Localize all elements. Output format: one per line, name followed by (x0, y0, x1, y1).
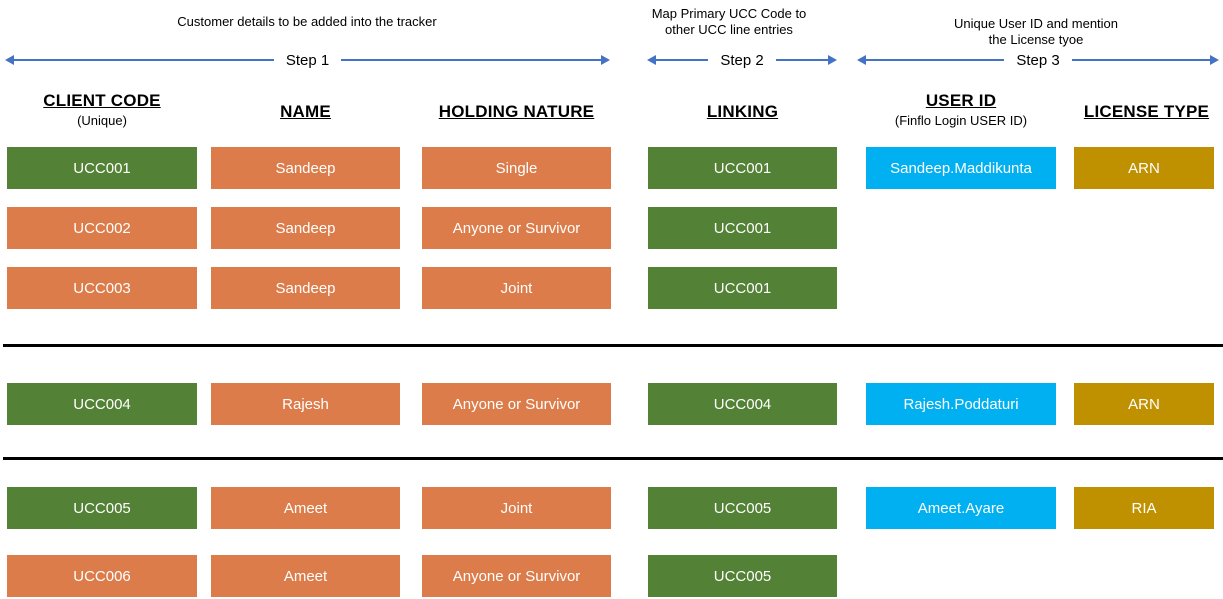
arrow-line (866, 59, 1005, 61)
data-cell-ucc004: UCC004 (648, 383, 837, 425)
data-cell-ucc005: UCC005 (7, 487, 197, 529)
data-cell-ucc004: UCC004 (7, 383, 197, 425)
arrowhead-left-icon (857, 55, 866, 65)
data-cell-ucc006: UCC006 (7, 555, 197, 597)
arrowhead-right-icon (1210, 55, 1219, 65)
column-header-license-type: LICENSE TYPE (1074, 102, 1219, 122)
data-cell-joint: Joint (422, 267, 611, 309)
column-title: HOLDING NATURE (438, 102, 595, 121)
column-header-client-code: CLIENT CODE (Unique) (7, 91, 197, 128)
arrowhead-right-icon (601, 55, 610, 65)
arrow-line (341, 59, 601, 61)
column-title: USER ID (925, 91, 997, 110)
divider-line (3, 457, 1223, 460)
step2-annotation-line1: Map Primary UCC Code to (651, 6, 807, 21)
data-cell-ameet: Ameet (211, 487, 400, 529)
arrow-line (14, 59, 274, 61)
arrow-line (656, 59, 709, 61)
data-cell-ucc001: UCC001 (648, 147, 837, 189)
step2-label: Step 2 (720, 51, 764, 69)
data-cell-ucc001: UCC001 (7, 147, 197, 189)
step1-label: Step 1 (285, 51, 330, 69)
step3-label: Step 3 (1016, 51, 1060, 69)
data-cell-anyone-or-survivor: Anyone or Survivor (422, 207, 611, 249)
data-cell-arn: ARN (1074, 147, 1214, 189)
data-cell-sandeep: Sandeep (211, 207, 400, 249)
arrow-line (775, 59, 828, 61)
data-cell-anyone-or-survivor: Anyone or Survivor (422, 555, 611, 597)
arrowhead-right-icon (828, 55, 837, 65)
column-header-name: NAME (211, 102, 400, 122)
column-header-linking: LINKING (648, 102, 837, 122)
arrowhead-left-icon (647, 55, 656, 65)
data-cell-ucc001: UCC001 (648, 207, 837, 249)
step2-arrow: Step 2 (647, 51, 837, 69)
data-cell-single: Single (422, 147, 611, 189)
divider-line (3, 344, 1223, 347)
column-header-holding-nature: HOLDING NATURE (422, 102, 611, 122)
data-cell-ameet-ayare: Ameet.Ayare (866, 487, 1056, 529)
step2-annotation: Map Primary UCC Code to other UCC line e… (629, 6, 829, 38)
step1-annotation-text: Customer details to be added into the tr… (177, 14, 437, 29)
data-cell-ucc003: UCC003 (7, 267, 197, 309)
step3-annotation: Unique User ID and mention the License t… (888, 16, 1184, 48)
data-cell-sandeep: Sandeep (211, 267, 400, 309)
data-cell-ria: RIA (1074, 487, 1214, 529)
data-cell-ucc005: UCC005 (648, 555, 837, 597)
data-cell-ameet: Ameet (211, 555, 400, 597)
data-cell-sandeep: Sandeep (211, 147, 400, 189)
column-title: LICENSE TYPE (1083, 102, 1210, 121)
arrow-line (1071, 59, 1210, 61)
step3-annotation-line2: the License tyoe (988, 32, 1084, 47)
step3-arrow: Step 3 (857, 51, 1219, 69)
column-subtitle: (Unique) (77, 113, 127, 128)
step3-annotation-line1: Unique User ID and mention (953, 16, 1119, 31)
column-title: CLIENT CODE (43, 91, 161, 110)
data-cell-ucc002: UCC002 (7, 207, 197, 249)
step2-annotation-line2: other UCC line entries (665, 22, 793, 37)
data-cell-arn: ARN (1074, 383, 1214, 425)
data-cell-joint: Joint (422, 487, 611, 529)
data-cell-rajesh-poddaturi: Rajesh.Poddaturi (866, 383, 1056, 425)
column-title: LINKING (706, 102, 779, 121)
column-title: NAME (280, 102, 331, 121)
data-cell-anyone-or-survivor: Anyone or Survivor (422, 383, 611, 425)
column-subtitle: (Finflo Login USER ID) (894, 113, 1028, 128)
data-cell-ucc001: UCC001 (648, 267, 837, 309)
step1-arrow: Step 1 (5, 51, 610, 69)
data-cell-sandeep-maddikunta: Sandeep.Maddikunta (866, 147, 1056, 189)
arrowhead-left-icon (5, 55, 14, 65)
step1-annotation: Customer details to be added into the tr… (57, 14, 557, 30)
data-cell-rajesh: Rajesh (211, 383, 400, 425)
column-header-user-id: USER ID (Finflo Login USER ID) (866, 91, 1056, 128)
data-cell-ucc005: UCC005 (648, 487, 837, 529)
